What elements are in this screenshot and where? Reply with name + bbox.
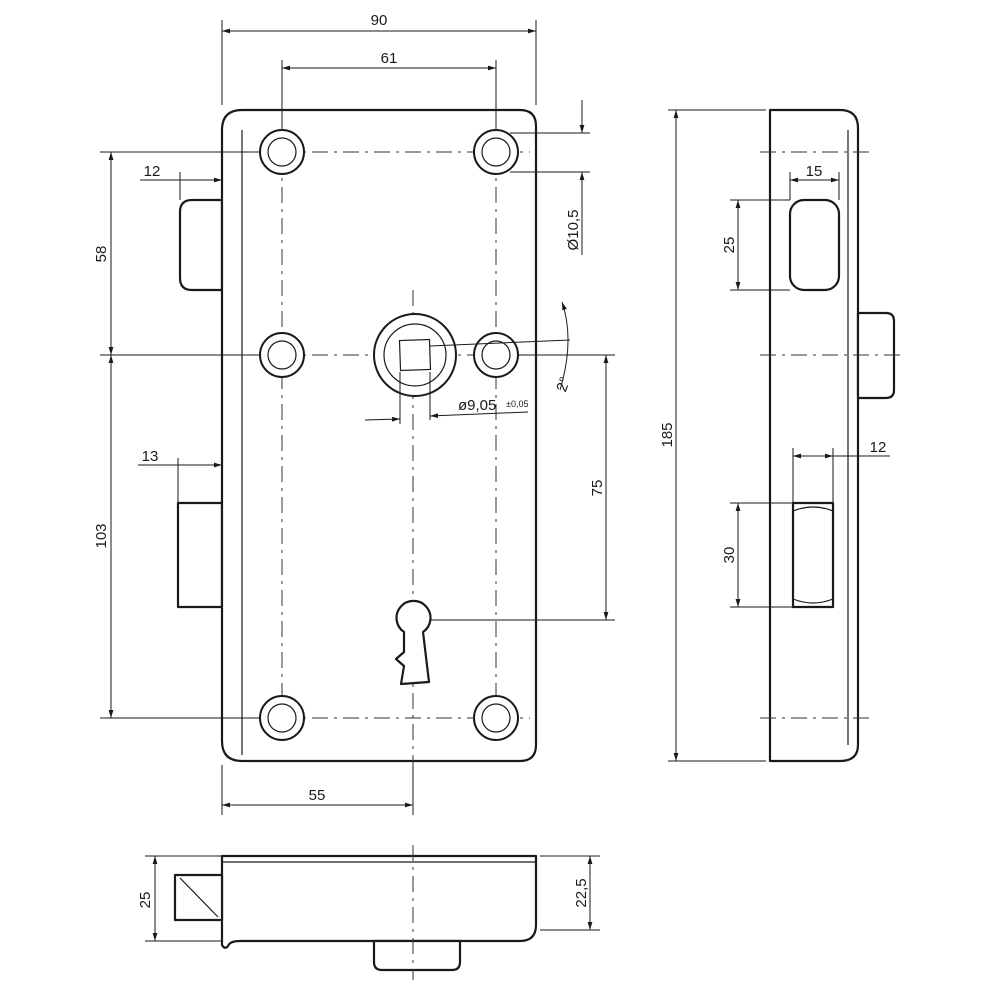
dim-keyhole-offset: 75 — [589, 480, 606, 497]
dim-bottom-bolt-height: 25 — [137, 892, 154, 909]
dim-side-latch-height: 30 — [721, 547, 738, 564]
mounting-hole-top-right — [473, 129, 519, 175]
dim-latch-width: 13 — [142, 448, 159, 465]
dim-hole-diameter: Ø10,5 — [565, 210, 582, 251]
dim-side-slot-height: 25 — [721, 237, 738, 254]
keyhole — [394, 599, 432, 686]
spindle-follower — [373, 313, 457, 397]
mounting-hole-bottom-left — [259, 695, 305, 741]
dim-bolt-width: 12 — [144, 163, 161, 180]
dim-spindle-tolerance: ±0,05 — [506, 399, 528, 409]
mounting-hole-mid-right — [473, 332, 519, 378]
dim-side-height: 185 — [659, 422, 676, 447]
dim-keyhole-from-edge: 55 — [309, 787, 326, 804]
dim-width-total: 90 — [371, 12, 388, 29]
mounting-hole-bottom-right — [473, 695, 519, 741]
bottom-body — [220, 854, 538, 949]
dim-side-latch-width: 12 — [870, 439, 887, 456]
bottom-dimensions: 25 22,5 — [137, 855, 600, 942]
lower-latch — [176, 501, 224, 609]
mounting-hole-mid-left — [259, 332, 305, 378]
lock-body — [220, 108, 538, 763]
dim-hole-spacing: 61 — [381, 50, 398, 67]
front-dimensions: 90 61 Ø10,5 12 58 13 103 — [93, 12, 615, 815]
side-dimensions: 185 15 25 12 30 — [659, 109, 890, 762]
side-bolt-slot — [788, 198, 841, 292]
bottom-view — [173, 845, 538, 980]
dim-lower-height: 103 — [93, 523, 110, 548]
dim-upper-height: 58 — [93, 246, 110, 263]
dim-spindle-diameter: ø9,05 — [458, 397, 496, 414]
dim-angle: 2° — [553, 375, 574, 394]
dim-bottom-case-depth: 22,5 — [573, 878, 590, 907]
dim-side-slot-width: 15 — [806, 163, 823, 180]
front-view — [176, 108, 538, 765]
side-latch-slot — [791, 501, 835, 609]
side-view — [760, 108, 905, 763]
upper-bolt — [178, 198, 224, 292]
mounting-hole-top-left — [259, 129, 305, 175]
bottom-spindle-boss — [372, 939, 462, 972]
